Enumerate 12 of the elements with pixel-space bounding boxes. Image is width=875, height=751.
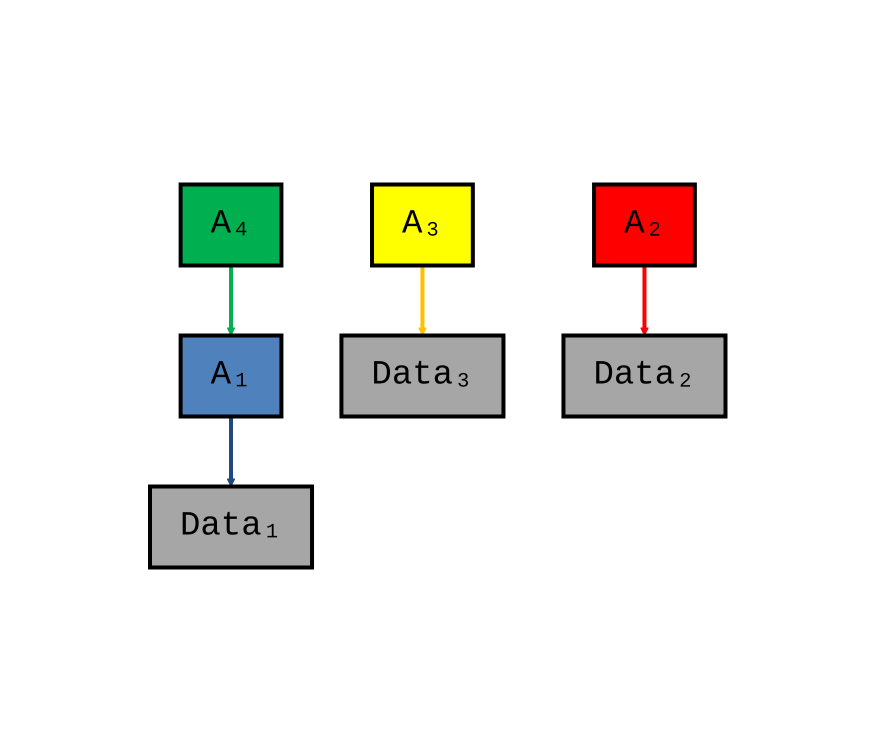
node-box <box>339 333 506 418</box>
flowchart: A₄ A₃ A₁ A₂ Data₃ Data₁ Data₂ <box>142 6 734 746</box>
arrow <box>226 265 236 336</box>
node-box <box>178 333 284 418</box>
arrow <box>640 265 649 336</box>
arrow <box>418 265 427 336</box>
node-box <box>592 182 697 267</box>
node-box <box>178 182 284 267</box>
node-box <box>148 484 314 569</box>
arrow <box>226 416 236 486</box>
node-box <box>370 182 475 267</box>
node-box <box>561 333 728 418</box>
